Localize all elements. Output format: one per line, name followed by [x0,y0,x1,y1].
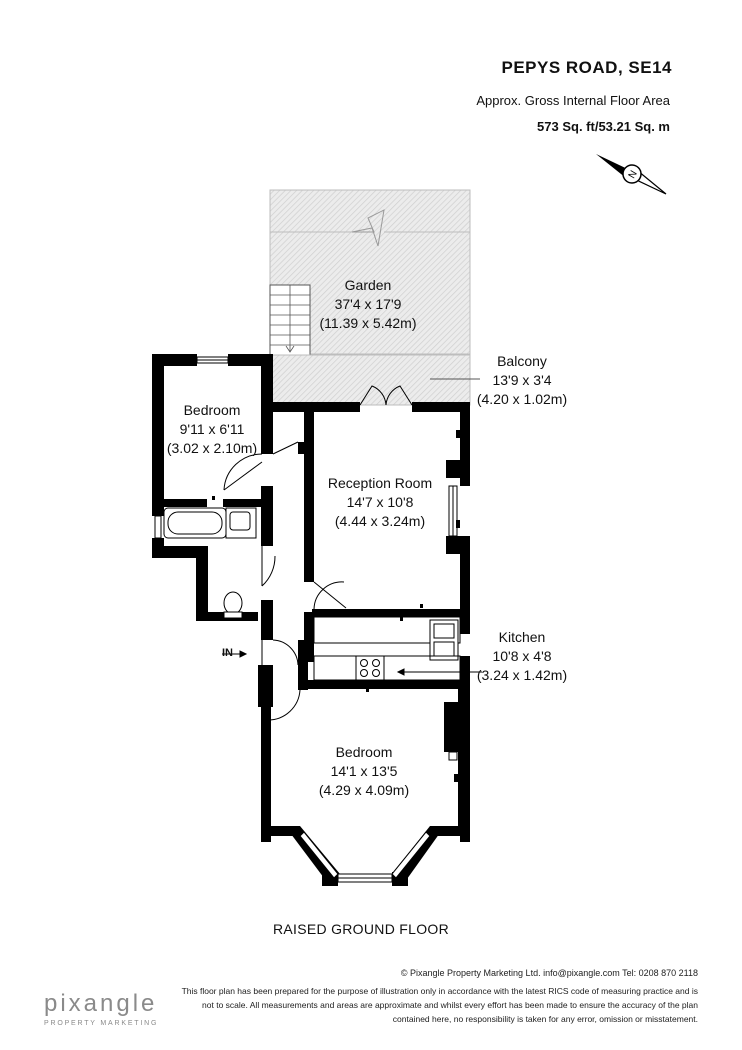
room-dims-imperial: 14'1 x 13'5 [330,763,398,779]
room-dims-metric: (3.02 x 2.10m) [166,440,258,456]
property-title: PEPYS ROAD, SE14 [501,58,672,77]
room-bedroom-2: Bedroom 14'1 x 13'5 (4.29 x 4.09m) [312,743,416,800]
fixtures [163,507,461,681]
worktop [313,616,461,644]
entrance-label: IN [222,647,233,659]
room-name: Reception Room [327,475,433,491]
footer-copyright: © Pixangle Property Marketing Ltd. info@… [400,968,698,978]
pixangle-logo: pixangle PROPERTY MARKETING [44,990,158,1027]
room-dims-imperial: 10'8 x 4'8 [492,648,552,664]
balcony-area [262,354,480,406]
garden-stairs [269,284,311,356]
room-name: Bedroom [183,402,241,418]
hob [355,655,385,681]
room-balcony: Balcony 13'9 x 3'4 (4.20 x 1.02m) [472,352,572,409]
room-reception: Reception Room 14'7 x 10'8 (4.44 x 3.24m… [314,474,446,531]
walls [152,354,470,886]
room-dims-imperial: 37'4 x 17'9 [334,296,402,312]
room-dims-imperial: 14'7 x 10'8 [346,494,414,510]
room-garden: Garden 37'4 x 17'9 (11.39 x 5.42m) [318,276,418,333]
room-name: Kitchen [498,629,546,645]
footer-line: not to scale. All measurements and areas… [202,1000,698,1010]
compass-north-label: N [627,169,640,181]
room-dims-metric: (4.44 x 3.24m) [334,513,426,529]
room-name: Bedroom [335,744,393,760]
markers [212,430,460,782]
floor-name: RAISED GROUND FLOOR [272,921,450,937]
logo-wordmark: pixangle [44,990,158,1017]
logo-tagline: PROPERTY MARKETING [44,1020,159,1027]
windows [154,356,458,883]
room-name: Garden [344,277,392,293]
room-dims-metric: (11.39 x 5.42m) [319,315,417,331]
floor-area: 573 Sq. ft/53.21 Sq. m [537,119,670,134]
room-dims-metric: (4.20 x 1.02m) [476,391,568,407]
doors [223,385,413,721]
room-dims-imperial: 13'9 x 3'4 [492,372,552,388]
room-kitchen: Kitchen 10'8 x 4'8 (3.24 x 1.42m) [470,628,574,685]
footer-line: contained here, no responsibility is tak… [392,1014,698,1024]
room-dims-imperial: 9'11 x 6'11 [179,421,245,437]
room-dims-metric: (4.29 x 4.09m) [318,782,410,798]
room-name: Balcony [497,353,547,369]
toilet [223,591,243,619]
area-subtitle: Approx. Gross Internal Floor Area [476,93,670,108]
footer-line: This floor plan has been prepared for th… [181,986,698,996]
footer-disclaimer: © Pixangle Property Marketing Ltd. info@… [158,966,698,1026]
room-dims-metric: (3.24 x 1.42m) [476,667,568,683]
compass-icon: N [596,154,667,195]
leader-arrows [222,650,482,676]
room-bedroom-1: Bedroom 9'11 x 6'11 (3.02 x 2.10m) [160,401,264,458]
